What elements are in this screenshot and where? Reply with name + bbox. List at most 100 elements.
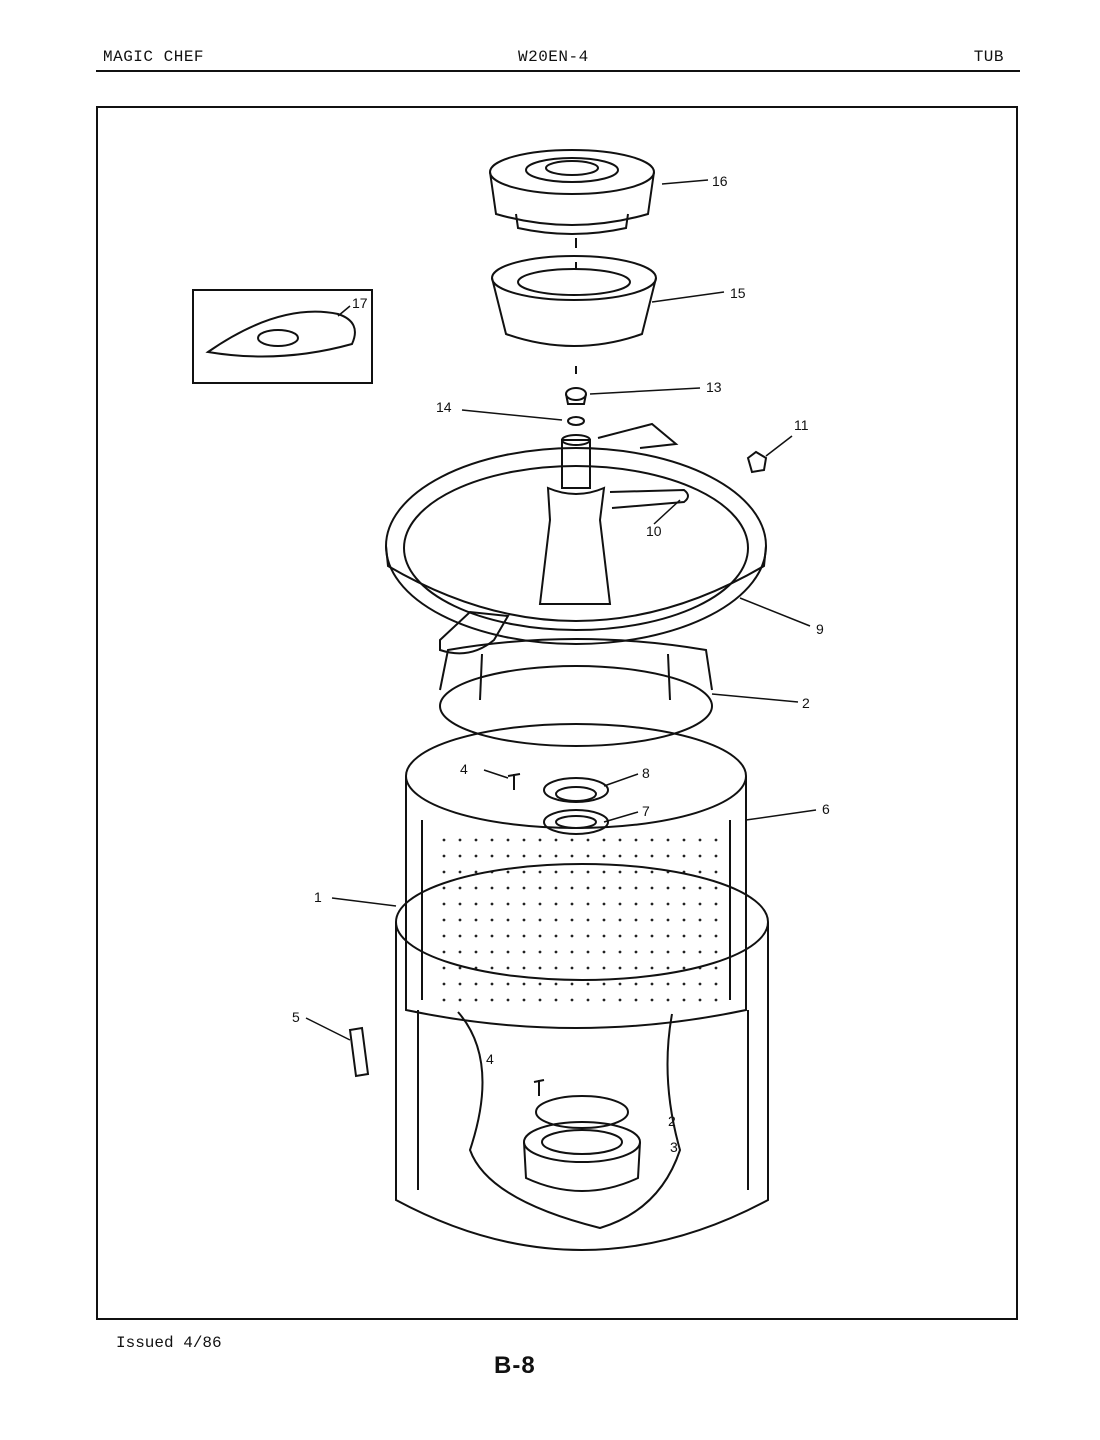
callout-5: 5: [292, 1009, 300, 1025]
perforation-dot: [682, 982, 686, 986]
perforation-dot: [602, 886, 606, 890]
perforation-dot: [474, 918, 478, 922]
part-7-seal-ring: [543, 809, 609, 835]
perforation-dot: [698, 998, 702, 1002]
perforation-dot: [522, 934, 526, 938]
perforation-dot: [490, 838, 494, 842]
perforation-dot: [506, 982, 510, 986]
perforation-dot: [618, 902, 622, 906]
perforation-dot: [650, 982, 654, 986]
perforation-dot: [618, 950, 622, 954]
leader-lines: [305, 179, 817, 1041]
perforation-dot: [650, 966, 654, 970]
perforation-dot: [634, 950, 638, 954]
perforation-dot: [490, 966, 494, 970]
perforation-dot: [442, 934, 446, 938]
perforation-dot: [570, 934, 574, 938]
perforation-dot: [586, 934, 590, 938]
perforation-dot: [442, 982, 446, 986]
callout-16: 16: [712, 173, 728, 189]
perforation-dot: [506, 918, 510, 922]
perforation-dot: [554, 854, 558, 858]
perforation-dot: [522, 870, 526, 874]
callout-10: 10: [646, 523, 662, 539]
perforation-dot: [650, 950, 654, 954]
perforation-dot: [442, 902, 446, 906]
part-4-bolt-lower: [533, 1079, 545, 1096]
perforation-dot: [522, 886, 526, 890]
perforation-dot: [490, 918, 494, 922]
perforation-dot: [522, 950, 526, 954]
perforation-dot: [618, 982, 622, 986]
perforation-dot: [570, 902, 574, 906]
perforation-dot: [554, 918, 558, 922]
perforation-dot: [442, 870, 446, 874]
perforation-dot: [714, 982, 718, 986]
callout-15: 15: [730, 285, 746, 301]
perforation-dot: [682, 854, 686, 858]
perforation-dot: [698, 870, 702, 874]
part-1-outer-tub: [395, 863, 769, 1251]
part-10-shaft: [538, 434, 689, 605]
callout-2-lower: 2: [668, 1113, 676, 1129]
perforation-dot: [554, 998, 558, 1002]
perforation-dot: [522, 966, 526, 970]
perforation-dot: [698, 934, 702, 938]
perforation-dot: [666, 902, 670, 906]
perforation-dot: [490, 998, 494, 1002]
perforation-dot: [666, 950, 670, 954]
page-number: B-8: [494, 1352, 536, 1379]
perforation-dot: [506, 838, 510, 842]
perforation-dot: [490, 854, 494, 858]
perforation-dot: [650, 998, 654, 1002]
perforation-dot: [586, 982, 590, 986]
perforation-dot: [474, 982, 478, 986]
part-3-lower-seal: [523, 1141, 641, 1192]
perforation-dot: [714, 902, 718, 906]
header-rule: [96, 70, 1020, 72]
perforation-dot: [586, 998, 590, 1002]
perforation-dot: [490, 934, 494, 938]
perforation-dot: [442, 998, 446, 1002]
perforation-dot: [586, 902, 590, 906]
perforation-dot: [490, 902, 494, 906]
perforation-dot: [602, 854, 606, 858]
perforation-dot: [634, 870, 638, 874]
perforation-dot: [570, 854, 574, 858]
perforation-dot: [474, 854, 478, 858]
callout-6: 6: [822, 801, 830, 817]
perforation-dot: [538, 998, 542, 1002]
model-label: W20EN-4: [518, 48, 589, 66]
perforation-dot: [650, 902, 654, 906]
perforation-dot: [458, 902, 462, 906]
perforation-dot: [506, 950, 510, 954]
perforation-dot: [458, 950, 462, 954]
perforation-dot: [538, 934, 542, 938]
perforation-dot: [602, 838, 606, 842]
perforation-dot: [538, 966, 542, 970]
perforation-dot: [554, 902, 558, 906]
perforation-dot: [666, 934, 670, 938]
perforation-dot: [458, 982, 462, 986]
brand-label: MAGIC CHEF: [103, 48, 205, 66]
perforation-dot: [714, 918, 718, 922]
perforation-dot: [618, 870, 622, 874]
perforation-dot: [602, 950, 606, 954]
part-8-hub-ring: [543, 777, 609, 803]
perforation-dot: [474, 838, 478, 842]
perforation-dot: [586, 870, 590, 874]
callout-1: 1: [314, 889, 322, 905]
perforation-dot: [538, 870, 542, 874]
perforation-dot: [506, 886, 510, 890]
perforation-dot: [602, 998, 606, 1002]
perforation-dot: [666, 966, 670, 970]
perforation-dot: [554, 886, 558, 890]
perforation-dot: [554, 870, 558, 874]
perforation-dot: [698, 854, 702, 858]
basket-perforations: [442, 838, 718, 1002]
perforation-dot: [538, 950, 542, 954]
perforation-dot: [682, 950, 686, 954]
perforation-dot: [714, 870, 718, 874]
perforation-dot: [666, 886, 670, 890]
perforation-dot: [442, 838, 446, 842]
